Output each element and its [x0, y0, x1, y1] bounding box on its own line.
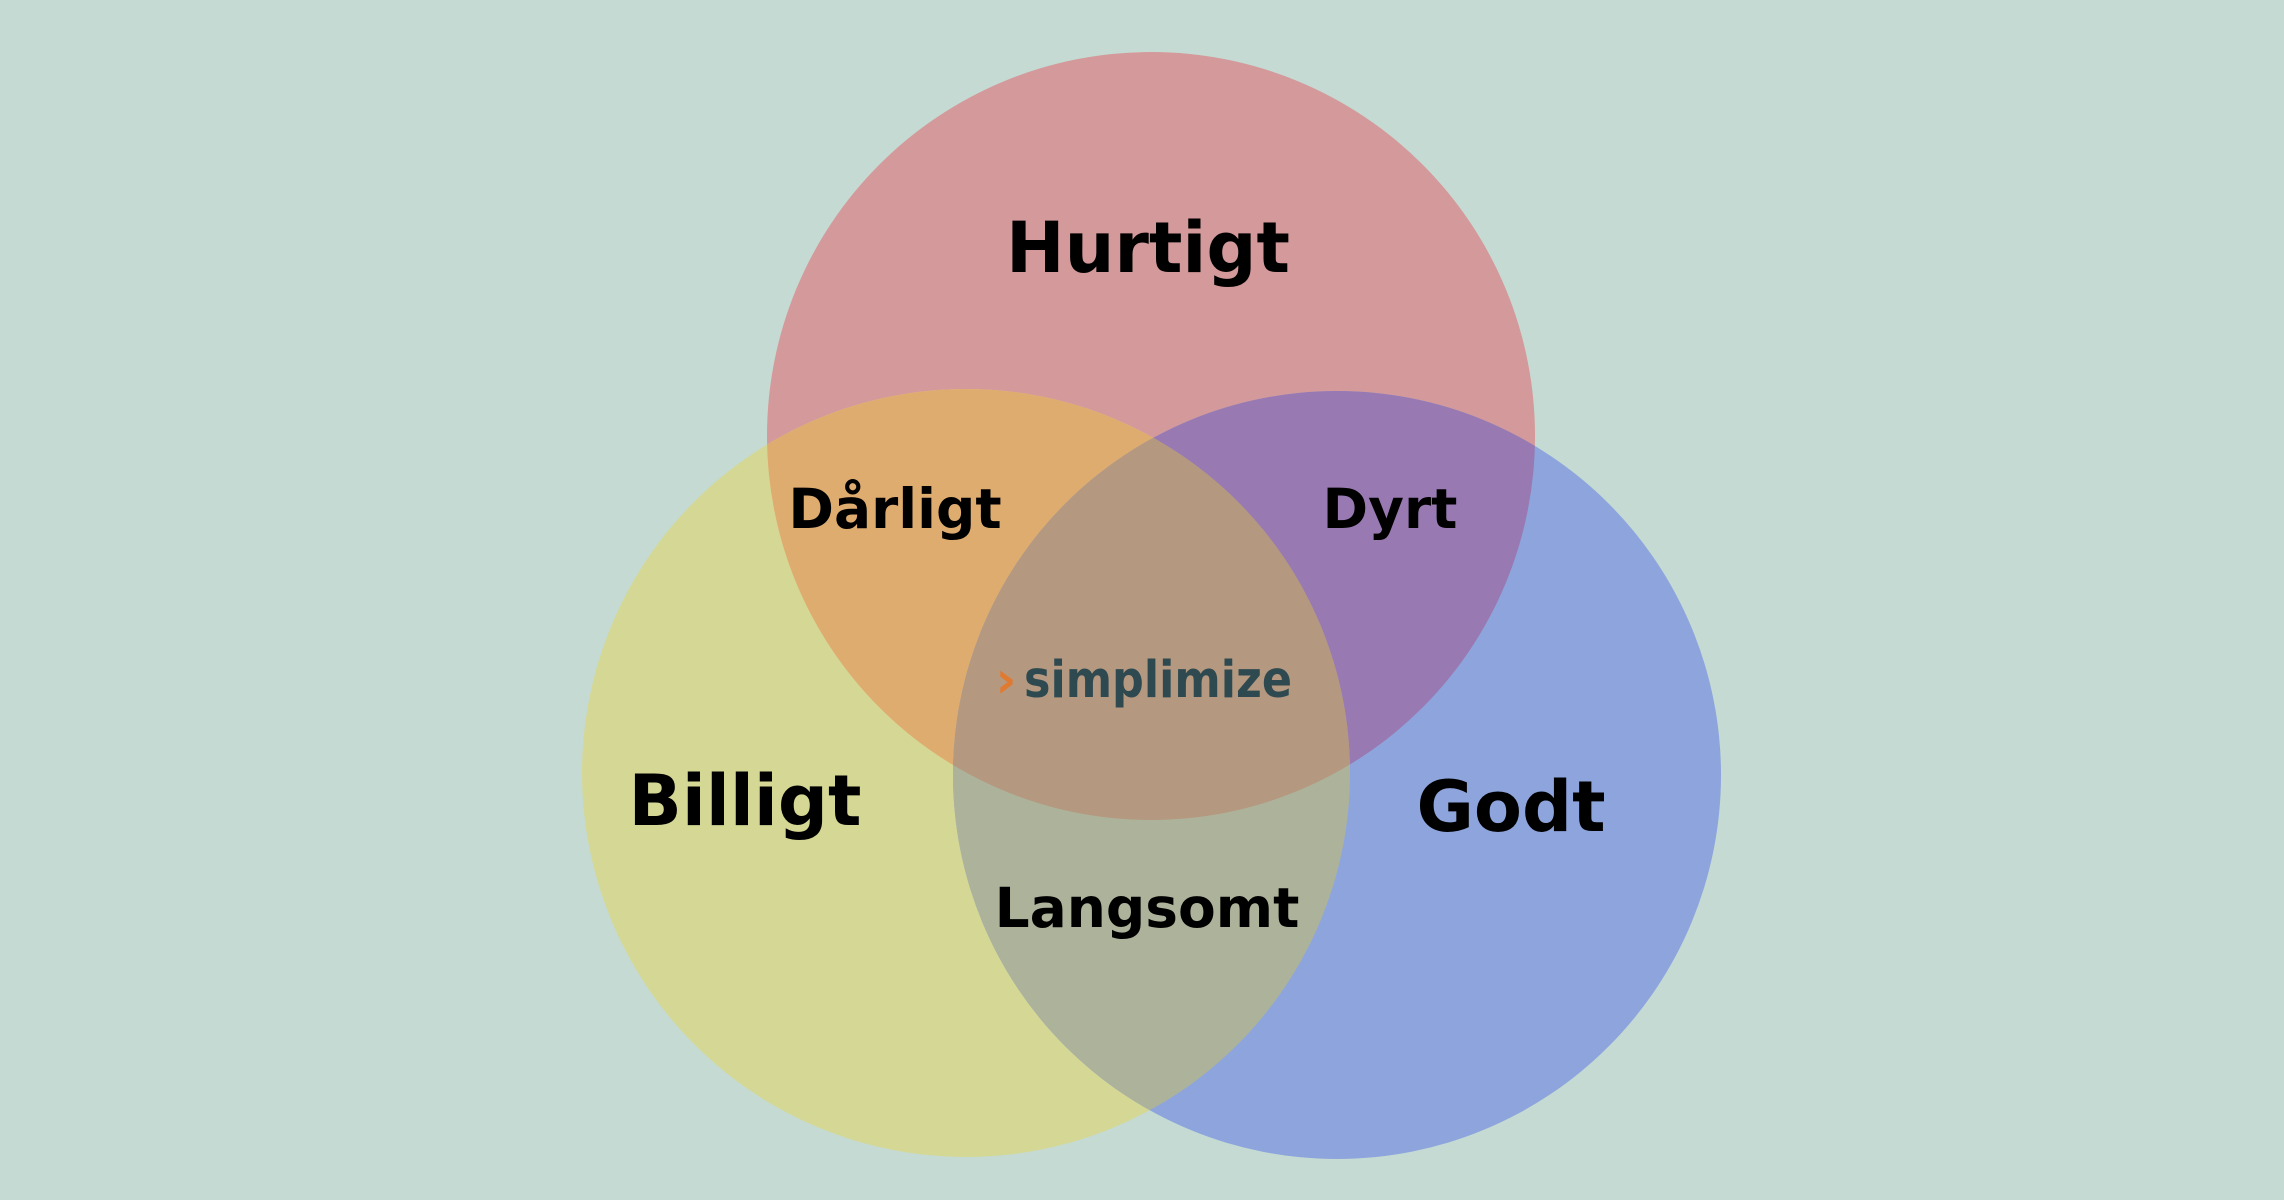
logo-chevron-icon: ›	[995, 651, 1016, 710]
label-fast-cheap: Dårligt	[788, 477, 1001, 541]
label-good: Godt	[1416, 766, 1605, 848]
label-cheap-good: Langsomt	[995, 876, 1300, 940]
logo-wordmark: simplimize	[1024, 651, 1292, 710]
label-fast-good: Dyrt	[1323, 477, 1458, 541]
label-fast: Hurtigt	[1006, 207, 1290, 289]
label-cheap: Billigt	[629, 760, 862, 842]
simplimize-logo: › simplimize	[995, 651, 1292, 710]
